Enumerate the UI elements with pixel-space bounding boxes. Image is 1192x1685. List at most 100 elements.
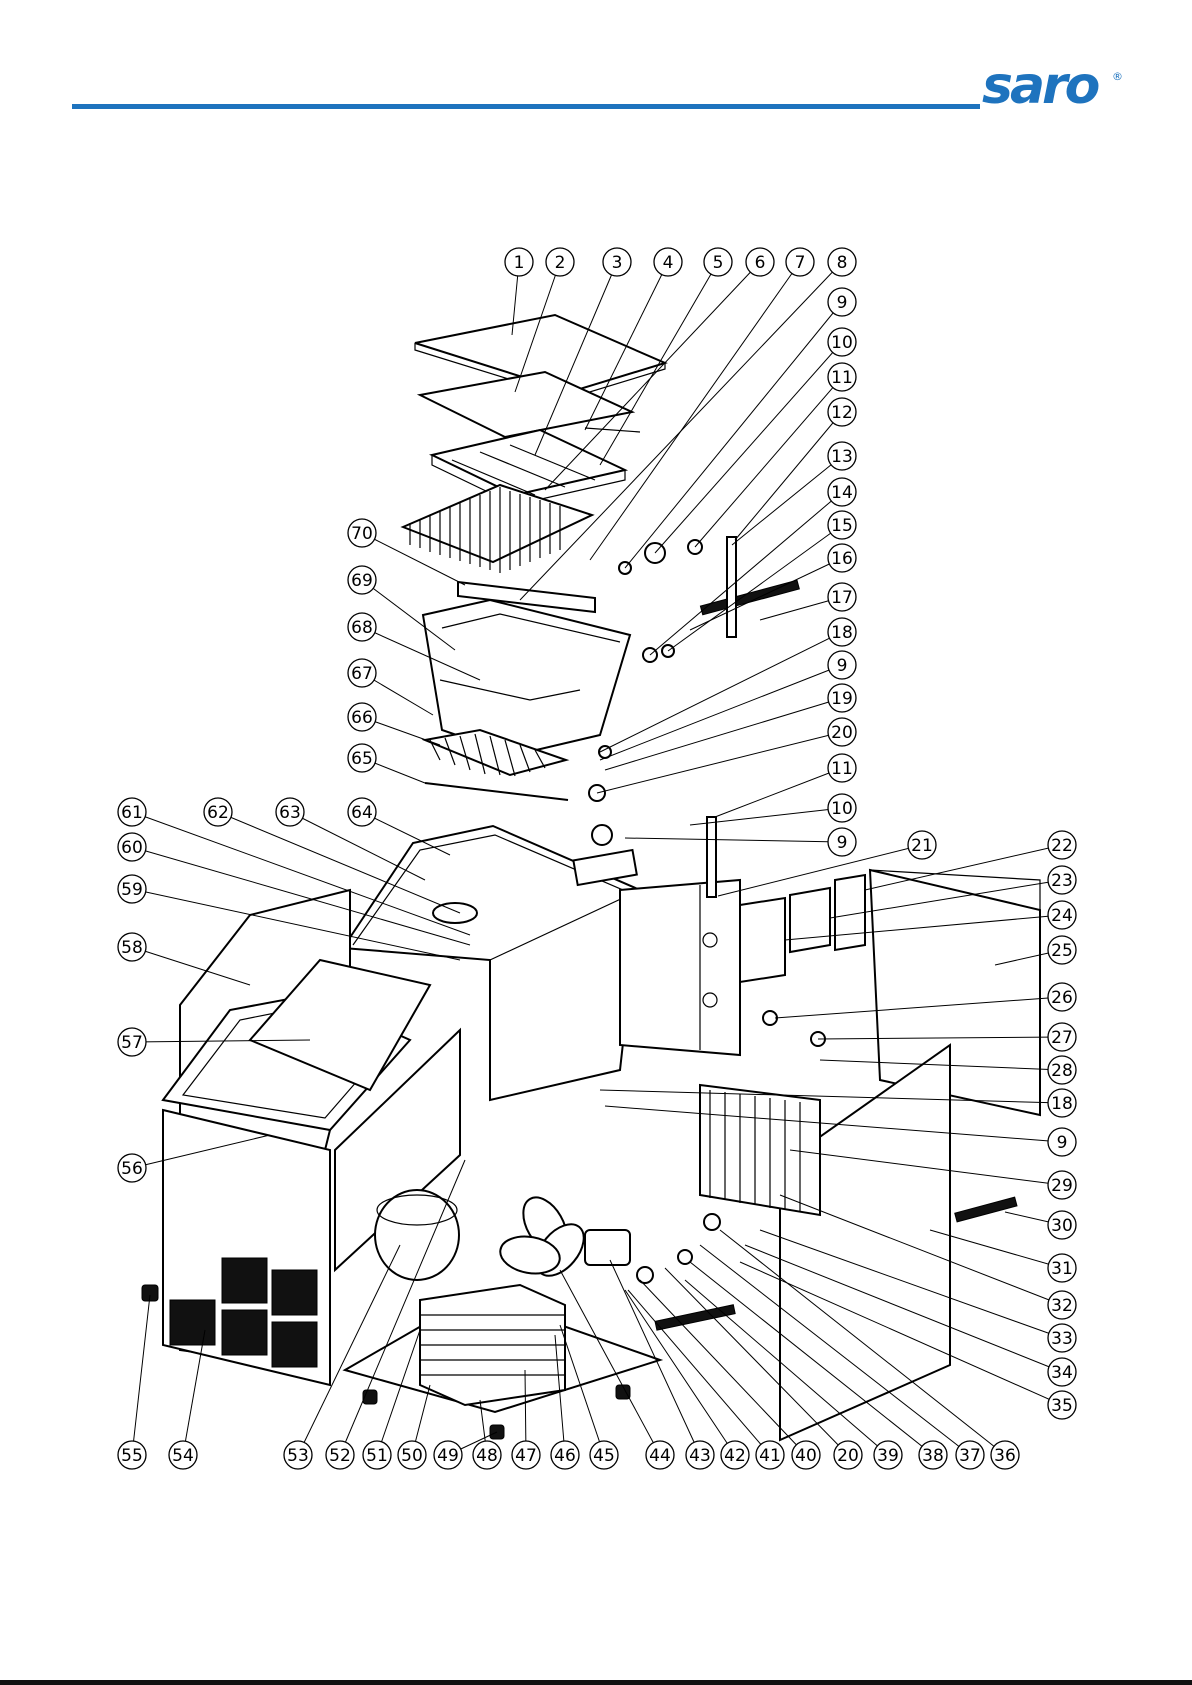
callout-number: 68 xyxy=(351,618,373,638)
callout-number: 63 xyxy=(279,803,301,823)
callout-number: 11 xyxy=(831,759,853,779)
part-spray-tray xyxy=(432,430,625,495)
leader-line-c11a xyxy=(695,377,842,547)
callout-c14: 14 xyxy=(828,478,856,506)
part-control-bracket xyxy=(740,898,785,982)
callout-c62: 62 xyxy=(204,798,232,826)
callout-number: 29 xyxy=(1051,1176,1073,1196)
callout-number: 64 xyxy=(351,803,373,823)
part-fan-motor xyxy=(585,1230,630,1265)
callout-number: 65 xyxy=(351,749,373,769)
callout-c34: 34 xyxy=(1048,1358,1076,1386)
part-fan-blade xyxy=(497,1190,593,1285)
callout-c23: 23 xyxy=(1048,866,1076,894)
leader-line-c13 xyxy=(732,456,842,545)
callout-c68: 68 xyxy=(348,613,376,641)
callout-number: 46 xyxy=(554,1446,576,1466)
callout-c66: 66 xyxy=(348,703,376,731)
callout-number: 36 xyxy=(994,1446,1016,1466)
callout-number: 23 xyxy=(1051,871,1073,891)
part-water-hose xyxy=(955,1197,1017,1222)
callout-c17: 17 xyxy=(828,583,856,611)
callout-c22: 22 xyxy=(1048,831,1076,859)
part-valve-40 xyxy=(637,1267,653,1283)
part-valve-38 xyxy=(678,1250,692,1264)
callout-number: 12 xyxy=(831,403,853,423)
callout-c10b: 10 xyxy=(828,794,856,822)
callout-c32: 32 xyxy=(1048,1291,1076,1319)
callout-number: 25 xyxy=(1051,941,1073,961)
callout-number: 53 xyxy=(287,1446,309,1466)
callout-number: 37 xyxy=(959,1446,981,1466)
callout-c65: 65 xyxy=(348,744,376,772)
leader-line-c14 xyxy=(650,492,842,655)
callout-number: 18 xyxy=(831,623,853,643)
callout-c39: 39 xyxy=(874,1441,902,1469)
callout-c1: 1 xyxy=(505,248,533,276)
callout-c13: 13 xyxy=(828,442,856,470)
leader-line-c19 xyxy=(605,698,842,770)
callout-c10a: 10 xyxy=(828,328,856,356)
callout-number: 7 xyxy=(795,253,806,273)
part-bin-lip xyxy=(573,850,636,885)
callout-c15: 15 xyxy=(828,511,856,539)
callout-c6: 6 xyxy=(746,248,774,276)
callout-number: 49 xyxy=(437,1446,459,1466)
callout-number: 9 xyxy=(837,293,848,313)
leader-line-c9b xyxy=(600,665,842,760)
callout-number: 40 xyxy=(795,1446,817,1466)
callout-c48: 48 xyxy=(473,1441,501,1469)
callout-number: 21 xyxy=(911,836,933,856)
callout-c26: 26 xyxy=(1048,983,1076,1011)
callout-c49: 49 xyxy=(434,1441,462,1469)
callout-c52: 52 xyxy=(326,1441,354,1469)
callout-number: 10 xyxy=(831,799,853,819)
callout-c56: 56 xyxy=(118,1154,146,1182)
callout-number: 54 xyxy=(172,1446,194,1466)
callout-number: 27 xyxy=(1051,1028,1073,1048)
callout-c19: 19 xyxy=(828,684,856,712)
leader-line-c20a xyxy=(597,732,842,793)
callout-number: 30 xyxy=(1051,1216,1073,1236)
callout-c58: 58 xyxy=(118,933,146,961)
callout-number: 67 xyxy=(351,664,373,684)
callout-number: 43 xyxy=(689,1446,711,1466)
part-valve-20 xyxy=(592,825,612,845)
callout-number: 17 xyxy=(831,588,853,608)
callout-number: 22 xyxy=(1051,836,1073,856)
callout-c4: 4 xyxy=(654,248,682,276)
callout-c46: 46 xyxy=(551,1441,579,1469)
callout-number: 9 xyxy=(1057,1133,1068,1153)
callout-number: 45 xyxy=(593,1446,615,1466)
callout-number: 48 xyxy=(476,1446,498,1466)
callout-c9d: 9 xyxy=(1048,1128,1076,1156)
callout-c43: 43 xyxy=(686,1441,714,1469)
callout-number: 35 xyxy=(1051,1396,1073,1416)
callout-number: 14 xyxy=(831,483,853,503)
callout-c63: 63 xyxy=(276,798,304,826)
part-evaporator xyxy=(403,485,592,562)
machine-parts-drawing xyxy=(142,315,1040,1440)
callout-c9a: 9 xyxy=(828,288,856,316)
callout-number: 32 xyxy=(1051,1296,1073,1316)
callout-c9b: 9 xyxy=(828,651,856,679)
callout-number: 11 xyxy=(831,368,853,388)
callout-c54: 54 xyxy=(169,1441,197,1469)
part-water-tank xyxy=(423,600,630,755)
part-support-bar xyxy=(425,783,568,800)
callout-c40: 40 xyxy=(792,1441,820,1469)
callout-c50: 50 xyxy=(398,1441,426,1469)
callout-number: 61 xyxy=(121,803,143,823)
callout-c37: 37 xyxy=(956,1441,984,1469)
callout-number: 4 xyxy=(663,253,674,273)
callout-number: 2 xyxy=(555,253,566,273)
part-pipe-11 xyxy=(707,817,716,897)
callout-c21: 21 xyxy=(908,831,936,859)
leader-line-c12 xyxy=(735,412,842,540)
callout-c9c: 9 xyxy=(828,828,856,856)
callout-c45: 45 xyxy=(590,1441,618,1469)
leader-line-c9a xyxy=(625,302,842,568)
footer-rule xyxy=(0,1680,1192,1685)
callout-c24: 24 xyxy=(1048,901,1076,929)
callout-number: 56 xyxy=(121,1159,143,1179)
